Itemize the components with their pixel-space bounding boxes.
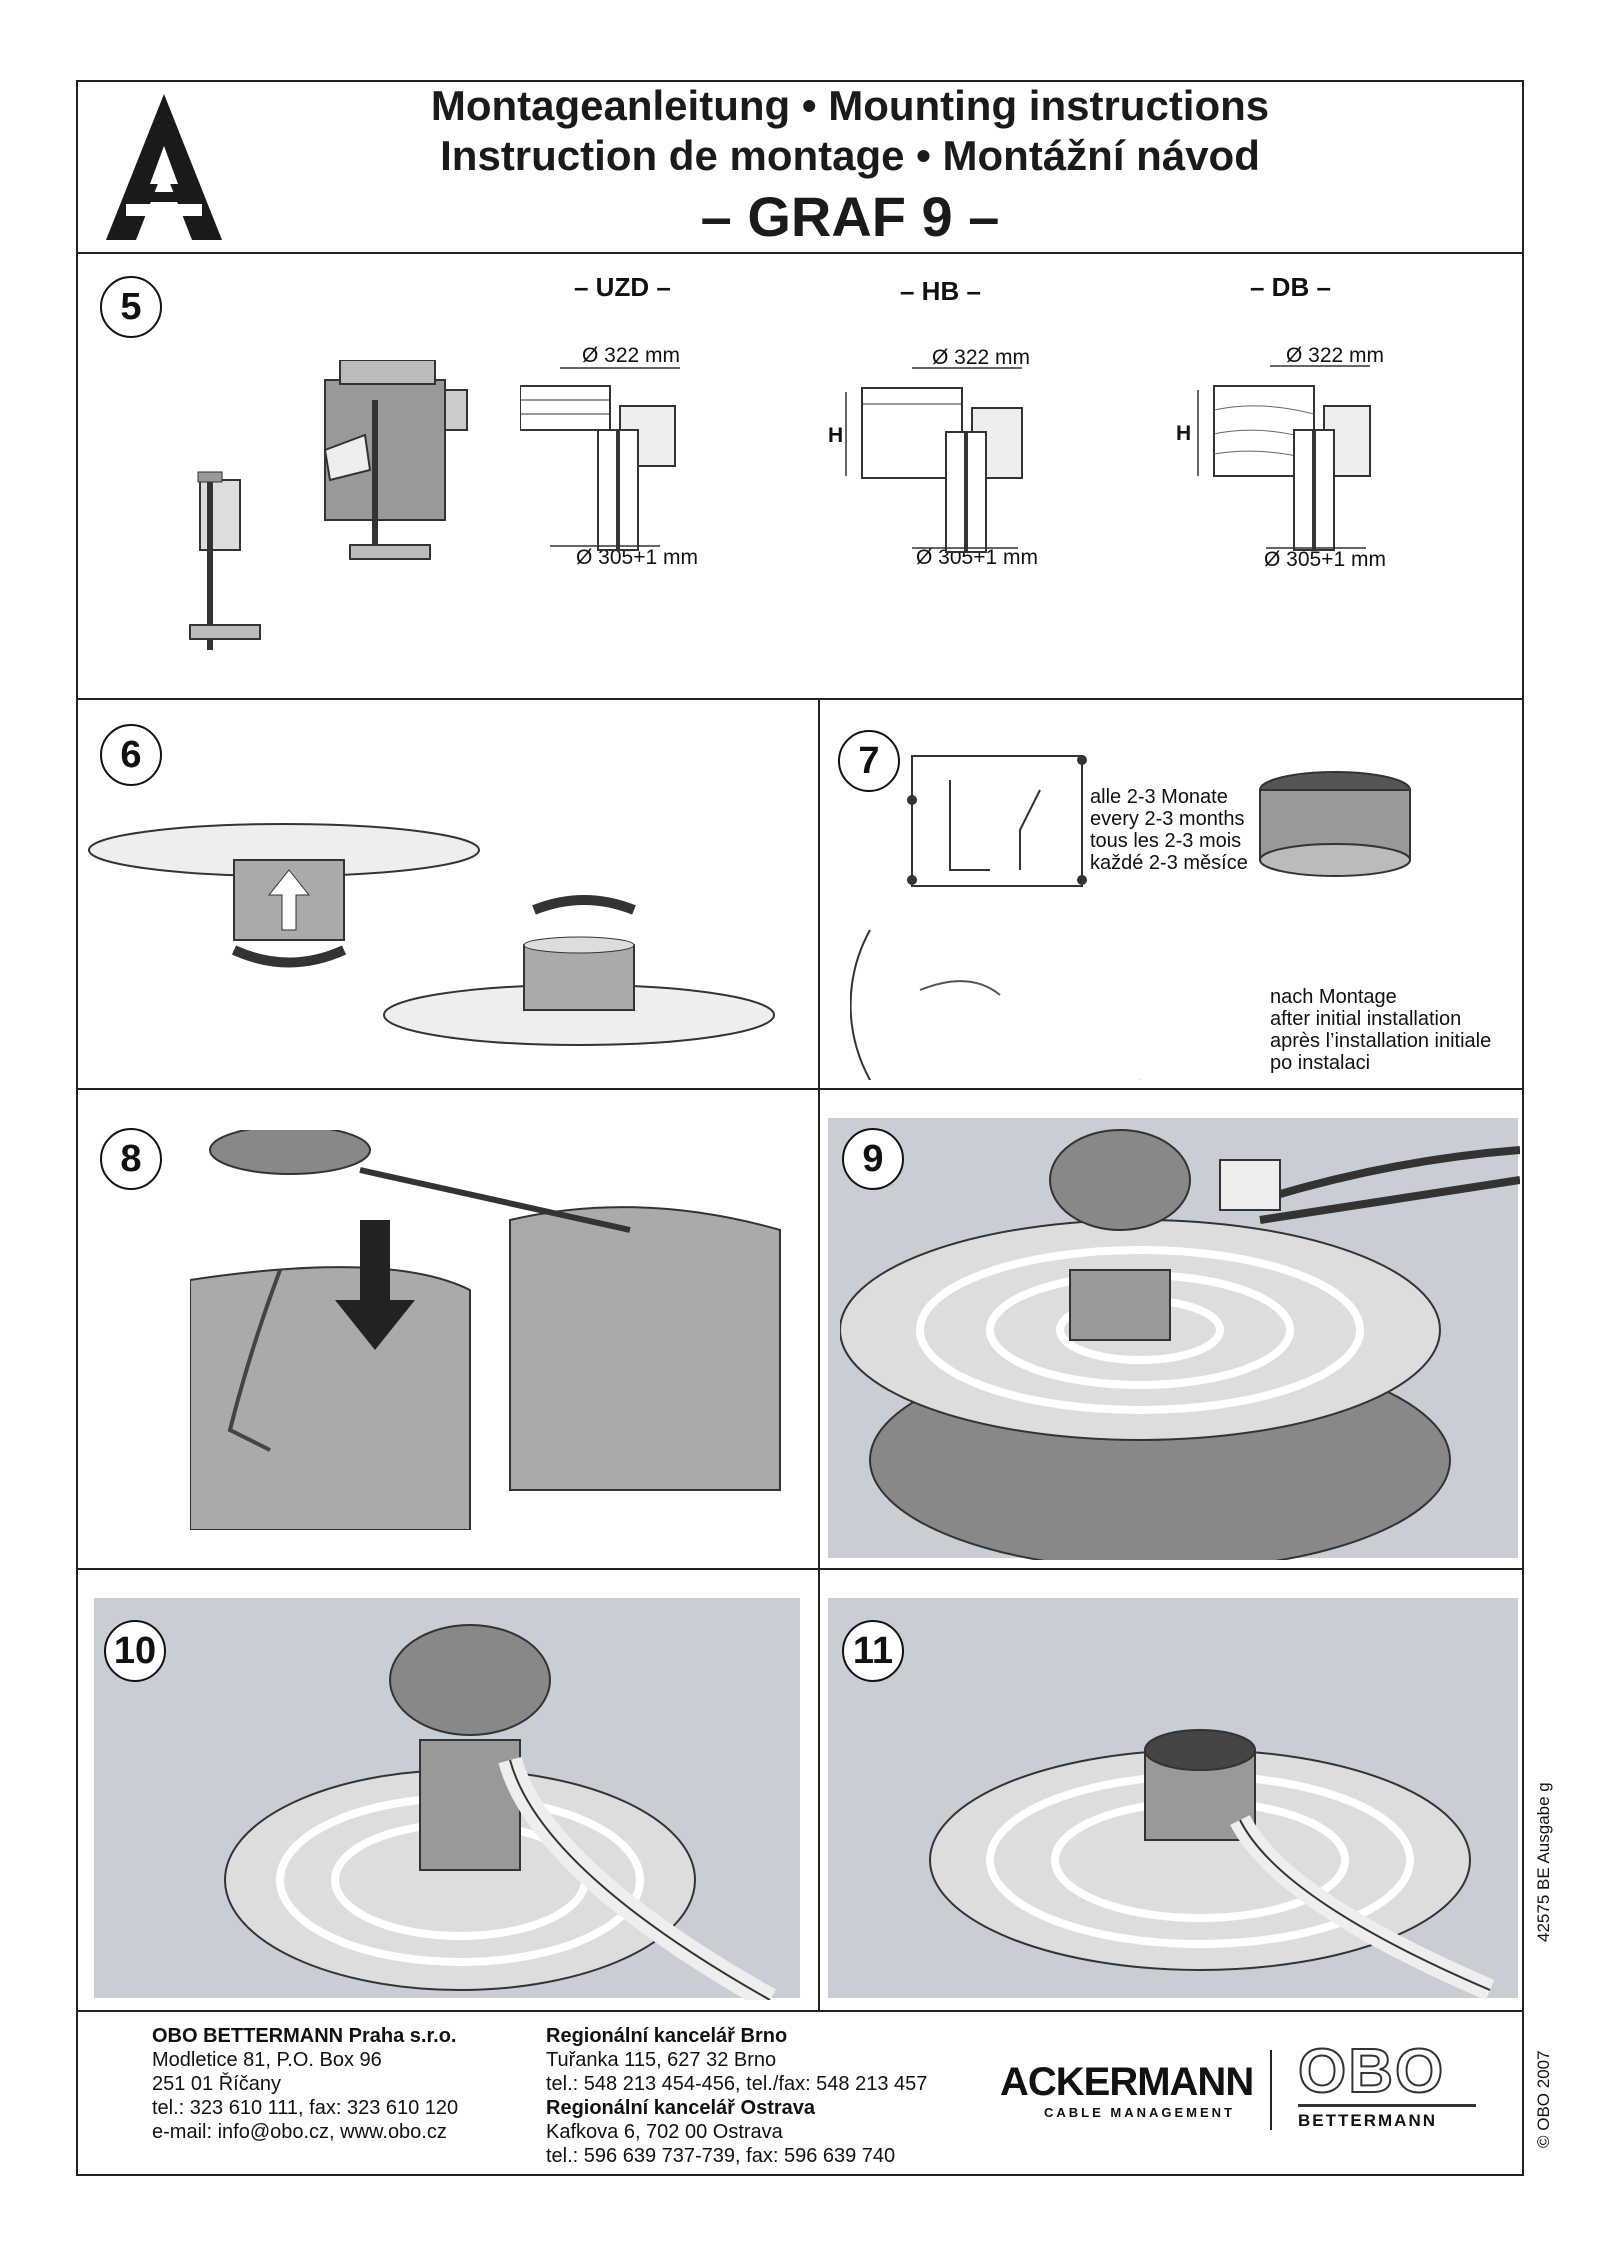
divider xyxy=(76,252,1524,254)
hb-height-label: H xyxy=(828,424,844,447)
after-installation-note: nach Montage after initial installation … xyxy=(1270,986,1492,1074)
divider xyxy=(76,1568,1524,1570)
company-address: OBO BETTERMANN Praha s.r.o. Modletice 81… xyxy=(152,2025,459,2143)
cable-routing-illustration xyxy=(224,1624,776,2000)
closed-cover-illustration xyxy=(929,1729,1495,2000)
cleaning-interval-note: alle 2-3 Monate every 2-3 months tous le… xyxy=(1090,786,1248,874)
title-line-1: Montageanleitung • Mounting instructions xyxy=(430,82,1270,129)
step-number-9: 9 xyxy=(842,1128,904,1190)
db-cross-section xyxy=(1197,365,1371,551)
company-name: OBO BETTERMANN Praha s.r.o. xyxy=(152,2025,457,2047)
divider xyxy=(76,1088,1524,1090)
regional-offices: Regionální kancelář Brno Tuřanka 115, 62… xyxy=(546,2025,928,2167)
step-number-11: 11 xyxy=(842,1620,904,1682)
copyright-label: © OBO 2007 xyxy=(1534,2050,1553,2148)
edition-label: 42575 BE Ausgabe g xyxy=(1534,1782,1553,1942)
cover-rotation-illustration xyxy=(88,823,775,1046)
divider xyxy=(76,698,1524,700)
ostrava-title: Regionální kancelář Ostrava xyxy=(546,2097,816,2119)
uzd-cross-section xyxy=(520,367,680,551)
variant-uzd-title: – UZD – xyxy=(574,272,671,302)
connection-illustration xyxy=(840,1129,1520,1560)
hb-cross-section xyxy=(845,367,1023,553)
variant-db-title: – DB – xyxy=(1250,272,1331,302)
clamp-illustration xyxy=(189,360,468,650)
ackermann-logo: ACKERMANN CABLE MANAGEMENT xyxy=(1000,2060,1254,2120)
brno-title: Regionální kancelář Brno xyxy=(546,2025,788,2047)
uzd-top-diameter: Ø 322 mm xyxy=(582,344,681,367)
divider xyxy=(818,698,820,1568)
db-bottom-diameter: Ø 305+1 mm xyxy=(1264,548,1386,571)
grounding-illustration xyxy=(190,1130,781,1530)
step-number-8: 8 xyxy=(100,1128,162,1190)
logo-divider xyxy=(1270,2050,1272,2130)
step-number-5: 5 xyxy=(100,276,162,338)
uzd-bottom-diameter: Ø 305+1 mm xyxy=(576,546,698,569)
title-line-2: Instruction de montage • Montážní návod xyxy=(440,132,1260,179)
step-number-10: 10 xyxy=(104,1620,166,1682)
hb-top-diameter: Ø 322 mm xyxy=(932,346,1031,369)
title-graf: – GRAF 9 – xyxy=(700,185,1000,248)
variant-hb-title: – HB – xyxy=(900,276,981,306)
obo-triangle-logo xyxy=(106,94,222,240)
db-top-diameter: Ø 322 mm xyxy=(1286,344,1385,367)
step-number-6: 6 xyxy=(100,724,162,786)
cleaning-illustration xyxy=(850,755,1411,1080)
step-number-7: 7 xyxy=(838,730,900,792)
divider xyxy=(76,2010,1524,2012)
divider xyxy=(818,1568,820,2010)
page-frame xyxy=(76,80,1524,2176)
db-height-label: H xyxy=(1176,422,1192,445)
obo-logo: OBO BETTERMANN xyxy=(1297,2039,1478,2131)
